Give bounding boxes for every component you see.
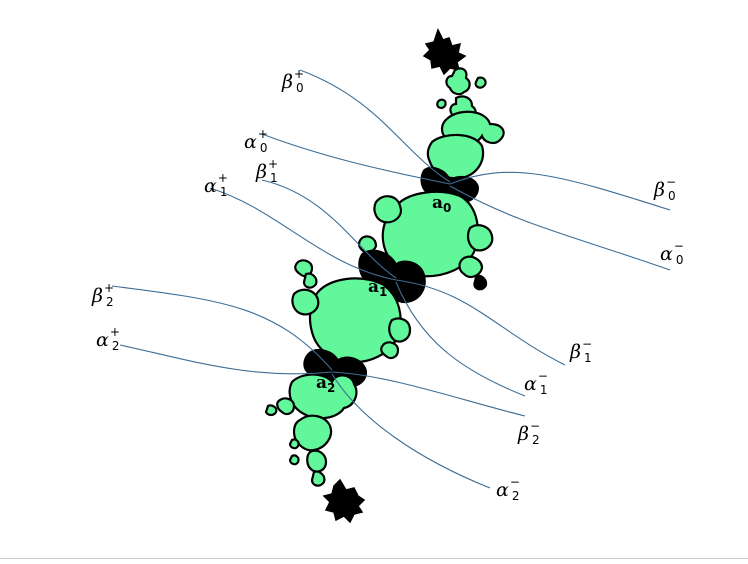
lower-main-lobe [308,277,402,364]
lower-side-lobe [388,317,412,343]
upper-branch-lobe [436,98,447,110]
junction-a1 [358,249,426,304]
upper-branch-lobe [445,67,471,96]
external-rays [111,69,671,489]
lower-side-lobe [302,272,318,289]
lower-branch-lobe [292,414,333,452]
ray-beta1-minus [395,279,566,366]
lower-branch-lobe [306,449,328,473]
ray-label-beta1-minus: β−1 [569,337,592,365]
ray-label-alpha2-minus: α−2 [496,475,520,503]
ray-label-alpha2-plus: α+2 [96,325,120,353]
ray-alpha1-minus [395,281,526,397]
ray-labels: β+0 α+0 β+1 α+1 β+2 α+2 β−0 α−0 β−1 α−1 [91,67,684,503]
point-labels: a0 a1 a2 [316,193,451,395]
ray-label-alpha1-plus: α+1 [204,171,228,199]
upper-branch-lobe [474,76,487,89]
fractal-lower-branch [264,373,358,487]
fractal-lower-body [291,259,412,364]
ray-alpha0-plus [261,133,451,185]
lower-side-lobe [380,341,400,360]
fractal-middle-body [357,190,494,291]
ray-label-alpha0-minus: α−0 [660,239,684,267]
fractal-upper-branch [426,67,505,180]
ray-label-alpha1-minus: α−1 [524,369,548,397]
ray-beta0-plus [299,69,451,183]
ray-label-beta2-plus: β+2 [91,281,114,309]
ray-label-beta0-minus: β−0 [653,175,676,203]
lower-branch-lobe [288,454,300,466]
fractal-top-tip [422,28,467,76]
ray-label-alpha0-plus: α+0 [244,127,268,155]
ray-beta1-plus [261,179,397,279]
lower-branch-lobe [276,397,296,416]
lower-branch-lobe [264,404,278,417]
bottom-divider [0,558,748,559]
ray-alpha2-minus [331,373,491,489]
point-label-a0: a0 [432,193,451,215]
ray-label-beta0-plus: β+0 [281,67,304,95]
ray-alpha2-plus [119,344,333,375]
ray-beta2-minus [331,371,526,417]
middle-side-lobe [373,195,402,224]
point-label-a2: a2 [316,373,335,395]
ray-beta0-minus [449,171,671,211]
ray-alpha1-plus [209,187,397,281]
ray-label-beta2-minus: β−2 [517,419,540,447]
lower-branch-lobe [288,438,300,450]
fractal-bottom-tip [322,478,366,524]
lower-branch-lobe [310,470,326,487]
middle-dark-bud [473,274,488,291]
middle-side-lobe [458,255,484,278]
point-label-a1: a1 [368,277,387,299]
lower-side-lobe [291,288,320,316]
julia-set-fractal [264,28,505,524]
ray-alpha0-minus [449,185,671,271]
middle-side-lobe [466,224,494,252]
ray-beta2-plus [111,285,333,371]
ray-label-beta1-plus: β+1 [255,157,278,185]
